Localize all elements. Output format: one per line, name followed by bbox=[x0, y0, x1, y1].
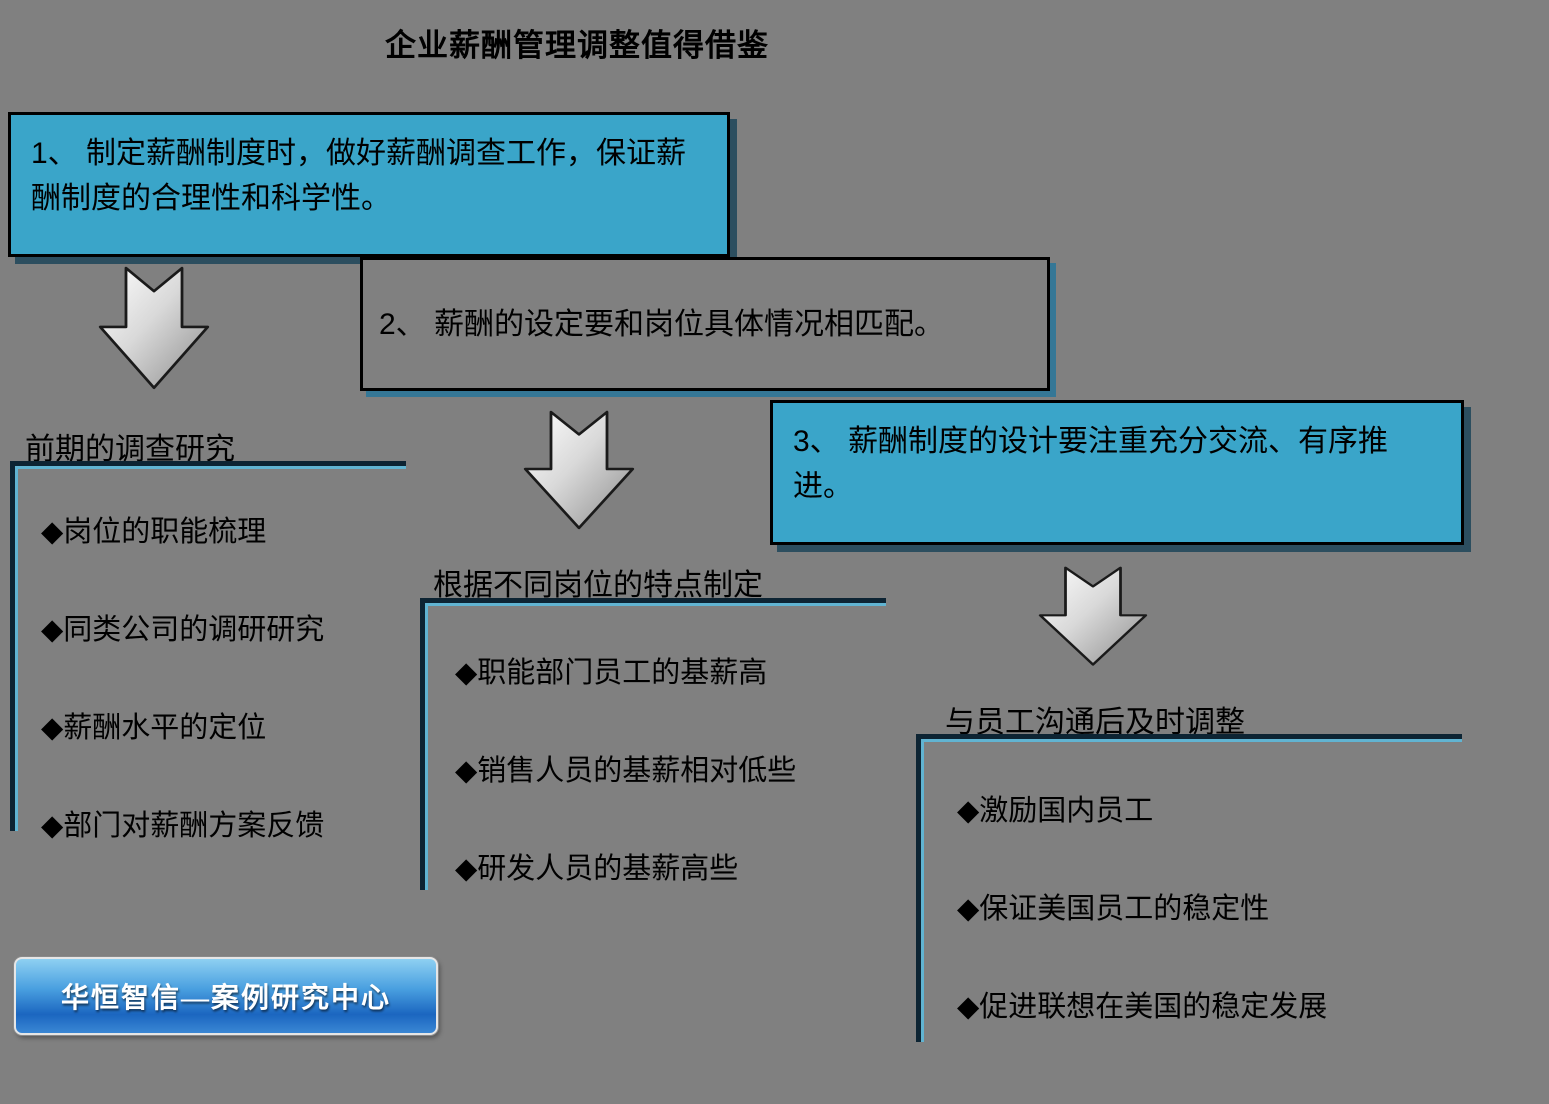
step-3-text: 3、 薪酬制度的设计要注重充分交流、有序推进。 bbox=[793, 425, 1389, 503]
list-item: ◆岗位的职能梳理 bbox=[41, 516, 267, 548]
section-3-header: 与员工沟通后及时调整 bbox=[945, 706, 1245, 739]
step-2-box: 2、 薪酬的设定要和岗位具体情况相匹配。 bbox=[360, 257, 1050, 391]
down-arrow-icon-2 bbox=[523, 410, 635, 530]
list-item: ◆保证美国员工的稳定性 bbox=[957, 893, 1270, 925]
list-item: ◆研发人员的基薪高些 bbox=[455, 853, 739, 885]
section-1-items: ◆岗位的职能梳理 ◆同类公司的调研研究 ◆薪酬水平的定位 ◆部门对薪酬方案反馈 bbox=[15, 466, 406, 844]
list-item: ◆部门对薪酬方案反馈 bbox=[41, 810, 325, 842]
section-1-frame: ◆岗位的职能梳理 ◆同类公司的调研研究 ◆薪酬水平的定位 ◆部门对薪酬方案反馈 bbox=[10, 461, 406, 842]
list-item: ◆薪酬水平的定位 bbox=[41, 712, 267, 744]
section-2-header: 根据不同岗位的特点制定 bbox=[433, 569, 763, 602]
section-3-items: ◆激励国内员工 ◆保证美国员工的稳定性 ◆促进联想在美国的稳定发展 bbox=[921, 739, 1462, 1025]
list-item: ◆职能部门员工的基薪高 bbox=[455, 657, 768, 689]
step-3-box: 3、 薪酬制度的设计要注重充分交流、有序推进。 bbox=[770, 400, 1464, 545]
section-3-frame: ◆激励国内员工 ◆保证美国员工的稳定性 ◆促进联想在美国的稳定发展 bbox=[916, 734, 1462, 1042]
down-arrow-icon-1 bbox=[98, 266, 210, 390]
down-arrow-icon-3 bbox=[1038, 566, 1148, 666]
section-2-frame: ◆职能部门员工的基薪高 ◆销售人员的基薪相对低些 ◆研发人员的基薪高些 bbox=[420, 598, 886, 890]
list-item: ◆销售人员的基薪相对低些 bbox=[455, 755, 797, 787]
step-1-box: 1、 制定薪酬制度时，做好薪酬调查工作，保证薪酬制度的合理性和科学性。 bbox=[8, 112, 730, 257]
page-title: 企业薪酬管理调整值得借鉴 bbox=[385, 28, 769, 63]
step-1-text: 1、 制定薪酬制度时，做好薪酬调查工作，保证薪酬制度的合理性和科学性。 bbox=[31, 137, 687, 215]
list-item: ◆激励国内员工 bbox=[957, 795, 1154, 827]
step-2-text: 2、 薪酬的设定要和岗位具体情况相匹配。 bbox=[379, 307, 945, 341]
list-item: ◆促进联想在美国的稳定发展 bbox=[957, 991, 1328, 1023]
list-item: ◆同类公司的调研研究 bbox=[41, 614, 325, 646]
section-2-items: ◆职能部门员工的基薪高 ◆销售人员的基薪相对低些 ◆研发人员的基薪高些 bbox=[425, 603, 886, 887]
section-1-header: 前期的调查研究 bbox=[25, 433, 235, 466]
brand-badge: 华恒智信—案例研究中心 bbox=[14, 957, 438, 1035]
brand-badge-label: 华恒智信—案例研究中心 bbox=[60, 983, 391, 1014]
